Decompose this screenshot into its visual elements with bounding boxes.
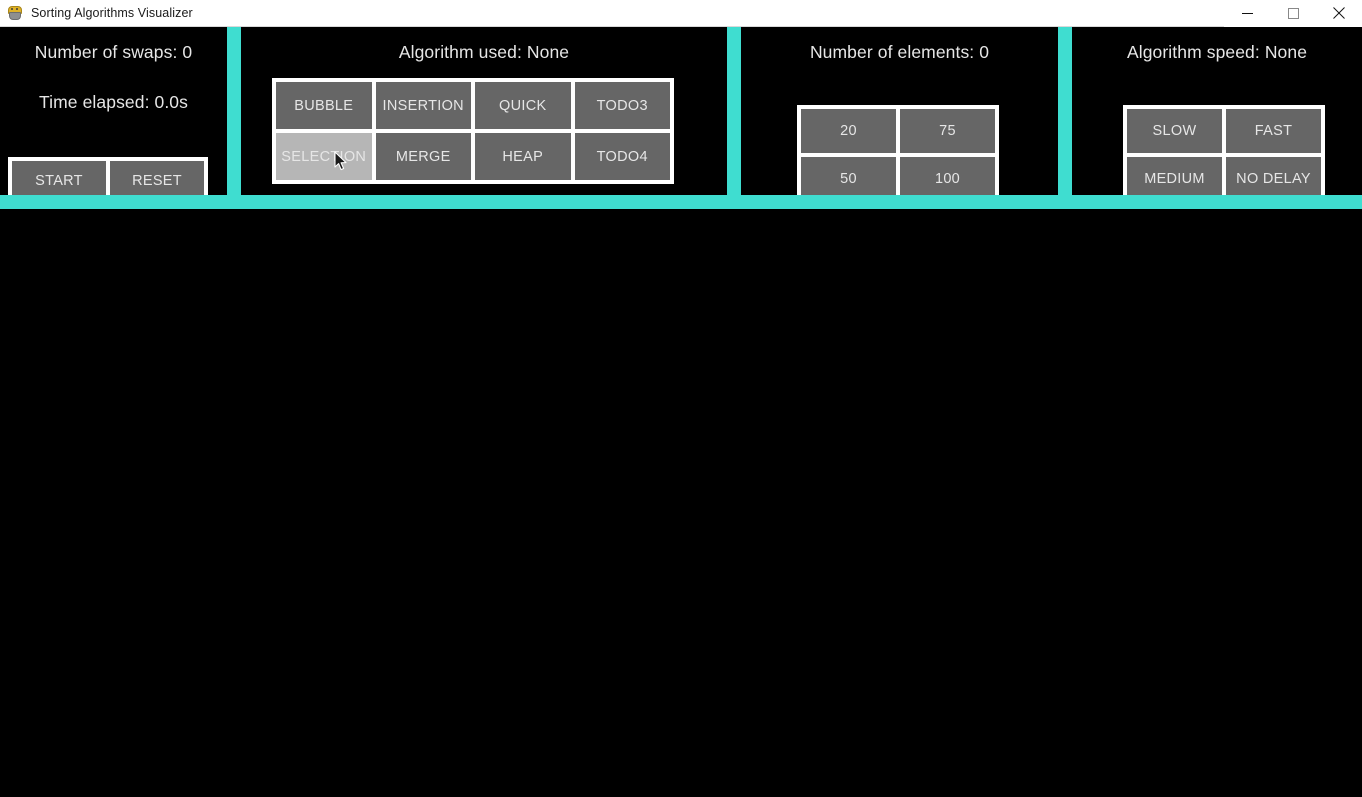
visualization-canvas[interactable] (0, 209, 1362, 797)
algorithm-used-label: Algorithm used: None (398, 42, 570, 62)
algorithm-button-bubble[interactable]: BUBBLE (276, 82, 372, 129)
algorithms-panel: Algorithm used: None BUBBLE INSERTION QU… (241, 27, 727, 195)
speed-button-slow[interactable]: SLOW (1127, 109, 1222, 153)
panel-separator-3 (1058, 27, 1072, 195)
minimize-icon[interactable] (1224, 0, 1270, 27)
panel-separator-1 (227, 27, 241, 195)
reset-button[interactable]: RESET (110, 161, 204, 201)
window-controls (1224, 0, 1362, 27)
elements-button-100[interactable]: 100 (900, 157, 995, 201)
elements-button-75[interactable]: 75 (900, 109, 995, 153)
algorithm-button-insertion[interactable]: INSERTION (375, 82, 471, 129)
algorithm-speed-label: Algorithm speed: None (1126, 42, 1308, 62)
maximize-icon[interactable] (1270, 0, 1316, 27)
start-button[interactable]: START (12, 161, 106, 201)
elements-button-50[interactable]: 50 (801, 157, 896, 201)
time-elapsed-label: Time elapsed: 0.0s (38, 92, 188, 112)
accent-divider-bar (0, 195, 1362, 209)
algorithm-button-group: BUBBLE INSERTION QUICK TODO3 SELECTION M… (272, 78, 674, 184)
elements-panel: Number of elements: 0 20 75 50 100 (741, 27, 1058, 205)
swaps-counter-label: Number of swaps: 0 (34, 42, 193, 62)
algorithm-button-todo3[interactable]: TODO3 (574, 82, 670, 129)
python-app-icon (7, 5, 23, 21)
algorithm-button-todo4[interactable]: TODO4 (574, 133, 670, 180)
speed-panel: Algorithm speed: None SLOW FAST MEDIUM N… (1072, 27, 1362, 205)
algorithm-button-heap[interactable]: HEAP (475, 133, 571, 180)
panel-separator-2 (727, 27, 741, 195)
speed-button-no-delay[interactable]: NO DELAY (1226, 157, 1321, 201)
algorithm-button-quick[interactable]: QUICK (475, 82, 571, 129)
speed-button-fast[interactable]: FAST (1226, 109, 1321, 153)
speed-button-medium[interactable]: MEDIUM (1127, 157, 1222, 201)
start-reset-button-group: START RESET (8, 157, 208, 205)
elements-button-20[interactable]: 20 (801, 109, 896, 153)
algorithm-button-selection[interactable]: SELECTION (276, 133, 372, 180)
stats-panel: Number of swaps: 0 Time elapsed: 0.0s ST… (0, 27, 227, 205)
window-titlebar: Sorting Algorithms Visualizer (0, 0, 1362, 27)
close-icon[interactable] (1316, 0, 1362, 27)
window-title: Sorting Algorithms Visualizer (31, 6, 193, 20)
algorithm-button-merge[interactable]: MERGE (375, 133, 471, 180)
number-of-elements-label: Number of elements: 0 (809, 42, 990, 62)
elements-button-group: 20 75 50 100 (797, 105, 999, 205)
speed-button-group: SLOW FAST MEDIUM NO DELAY (1123, 105, 1325, 205)
